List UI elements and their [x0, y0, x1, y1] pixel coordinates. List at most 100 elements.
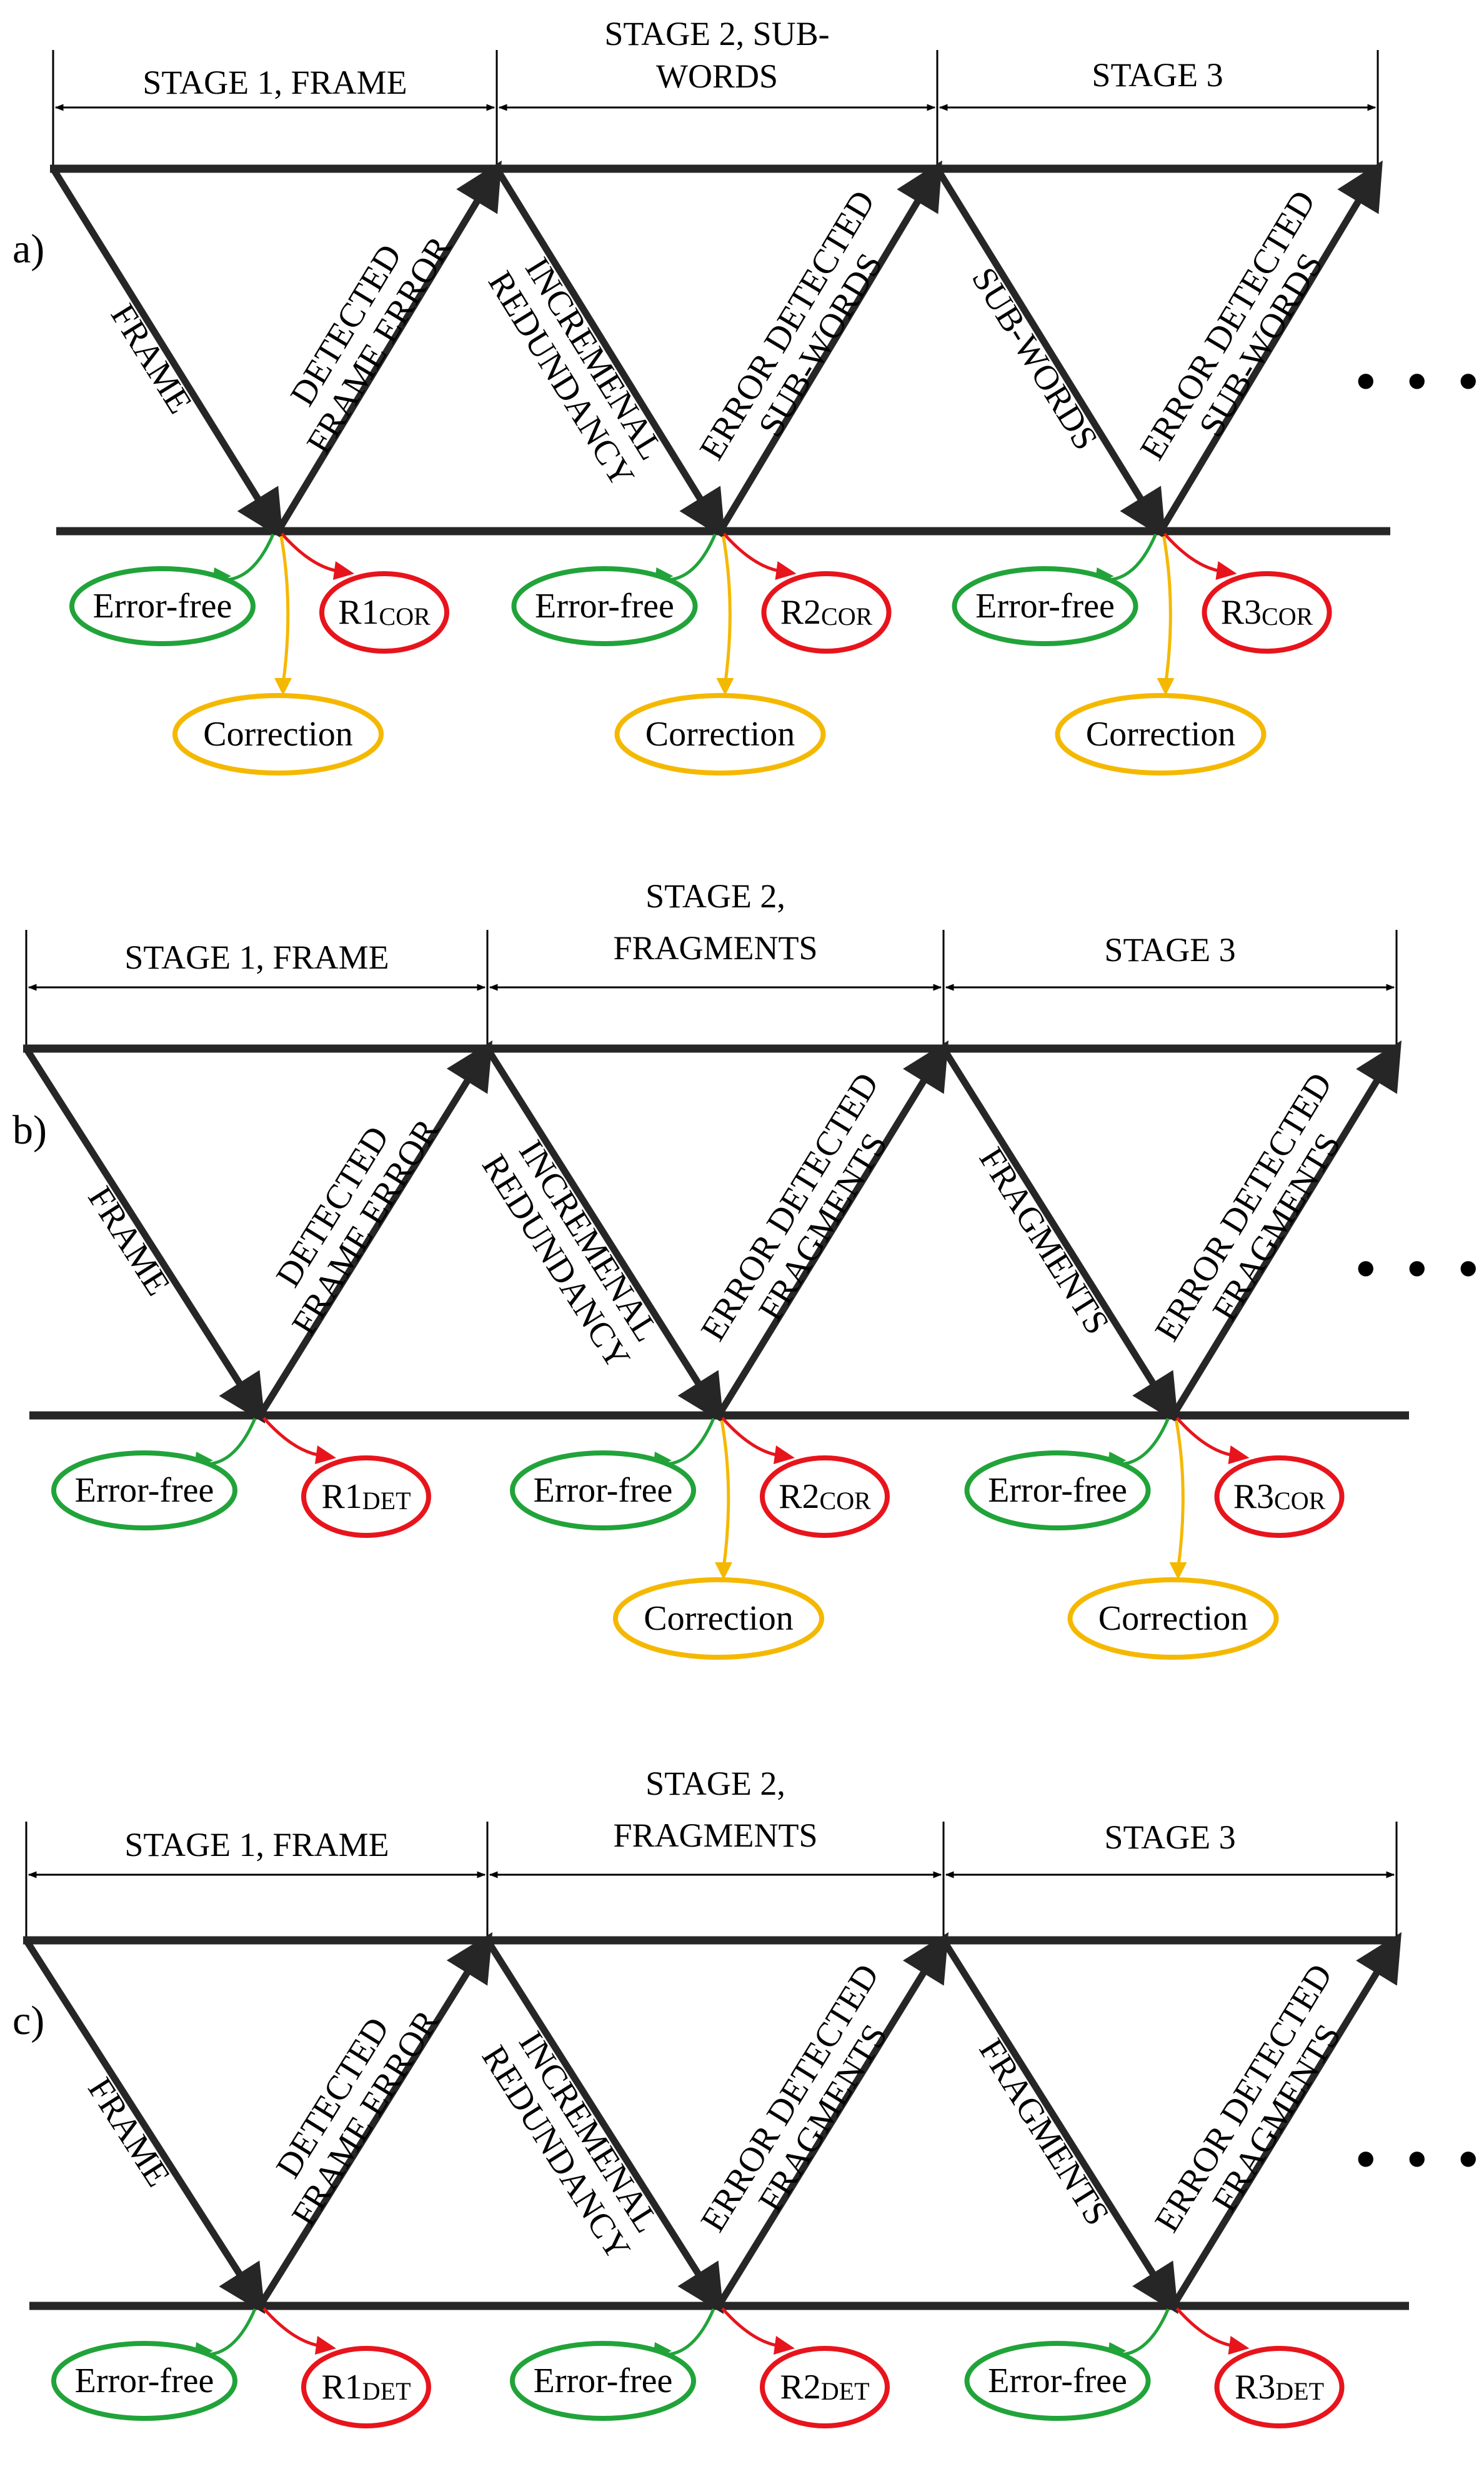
panel-label: c)	[12, 1998, 44, 2043]
transmission-arrow	[1170, 1040, 1402, 1417]
arrow-label-line: FRAME	[80, 1180, 177, 1302]
error-free-label: Error-free	[534, 1471, 673, 1510]
error-free-oval	[51, 2341, 237, 2421]
retransmission-label: R2COR	[779, 1477, 871, 1516]
error-free-branch	[1117, 2308, 1170, 2357]
error-free-label: Error-free	[534, 2362, 673, 2400]
retransmission-oval	[760, 2346, 890, 2428]
retransmission-label: R3COR	[1221, 593, 1313, 632]
retransmission-main: R3	[1221, 593, 1262, 632]
correction-branch	[720, 1420, 730, 1569]
error-free-oval	[51, 1450, 237, 1530]
transmission-arrow	[494, 167, 725, 540]
arrow-label-line: FRAGMENTS	[972, 1141, 1117, 1341]
retransmission-label: R1DET	[321, 2368, 411, 2407]
retransmission-subscript: DET	[1275, 2377, 1324, 2405]
error-free-oval	[510, 1450, 696, 1530]
error-free-branch	[662, 1418, 715, 1466]
correction-branch	[1175, 1420, 1185, 1569]
retransmission-subscript: COR	[821, 602, 873, 631]
retransmission-main: R3	[1233, 1477, 1274, 1516]
error-free-branch	[662, 2308, 715, 2357]
error-free-branch	[664, 534, 717, 582]
error-free-branch	[1117, 1418, 1170, 1466]
error-free-label: Error-free	[93, 587, 232, 626]
retransmission-subscript: DET	[362, 1487, 411, 1515]
correction-label: Correction	[1086, 715, 1235, 754]
retransmission-arrowhead	[774, 1445, 795, 1464]
retransmission-subscript: COR	[1274, 1487, 1326, 1515]
arrow-label: FRAME	[103, 297, 199, 421]
retransmission-oval	[319, 571, 449, 654]
error-free-oval	[964, 1450, 1151, 1530]
error-free-oval	[964, 2341, 1151, 2421]
continuation-ellipsis: • • •	[1356, 351, 1484, 412]
retransmission-main: R2	[779, 1477, 819, 1516]
transmission-arrow	[484, 1938, 724, 2315]
correction-oval	[1055, 693, 1267, 776]
error-free-label: Error-free	[75, 1471, 214, 1510]
stage-title: STAGE 1, FRAME	[142, 64, 407, 101]
retransmission-subscript: DET	[821, 2377, 870, 2405]
arrow-label-line: FRAME	[103, 297, 199, 421]
error-free-branch	[203, 1418, 257, 1466]
stage-title: STAGE 1, FRAME	[124, 1826, 389, 1863]
retransmission-main: R1	[321, 1477, 362, 1516]
transmission-arrow	[715, 1932, 949, 2308]
stage-title: STAGE 3	[1104, 1818, 1235, 1856]
error-free-oval	[952, 566, 1138, 646]
retransmission-main: R2	[780, 2368, 820, 2407]
retransmission-arrowhead	[1228, 2336, 1250, 2355]
correction-oval	[172, 693, 384, 776]
stage-title: STAGE 2,	[645, 877, 785, 915]
retransmission-label: R2COR	[780, 593, 873, 632]
correction-oval	[613, 1577, 824, 1660]
retransmission-oval	[301, 2346, 431, 2428]
retransmission-label: R2DET	[780, 2368, 869, 2407]
correction-oval	[614, 693, 826, 776]
correction-arrowhead	[1157, 678, 1175, 696]
retransmission-arrowhead	[1228, 1445, 1250, 1464]
correction-arrowhead	[716, 678, 734, 696]
correction-arrowhead	[1169, 1562, 1187, 1580]
retransmission-arrowhead	[774, 2336, 795, 2355]
retransmission-arrowhead	[1215, 561, 1237, 580]
transmission-arrow	[1170, 1932, 1402, 2308]
correction-label: Correction	[644, 1599, 793, 1638]
error-free-branch	[221, 534, 275, 582]
retransmission-label: R3DET	[1235, 2368, 1324, 2407]
transmission-arrow	[484, 1047, 724, 1424]
transmission-arrow	[1157, 160, 1383, 533]
correction-branch	[722, 536, 732, 685]
transmission-arrow	[934, 167, 1166, 540]
retransmission-label: R1DET	[321, 1477, 411, 1516]
stage-title: STAGE 2,	[645, 1765, 785, 1802]
continuation-ellipsis: • • •	[1356, 1238, 1484, 1300]
error-free-oval	[510, 2341, 696, 2421]
correction-label: Correction	[645, 715, 795, 754]
correction-arrowhead	[274, 678, 292, 696]
retransmission-arrowhead	[775, 561, 797, 580]
retransmission-oval	[760, 1455, 890, 1538]
retransmission-main: R3	[1235, 2368, 1275, 2407]
retransmission-main: R1	[338, 593, 379, 632]
stage-title: FRAGMENTS	[613, 929, 817, 967]
retransmission-subscript: DET	[362, 2377, 411, 2405]
error-free-label: Error-free	[975, 587, 1115, 626]
transmission-arrow	[257, 1932, 493, 2308]
retransmission-main: R2	[780, 593, 821, 632]
transmission-arrow	[23, 1047, 266, 1424]
panel-label: a)	[12, 226, 44, 272]
